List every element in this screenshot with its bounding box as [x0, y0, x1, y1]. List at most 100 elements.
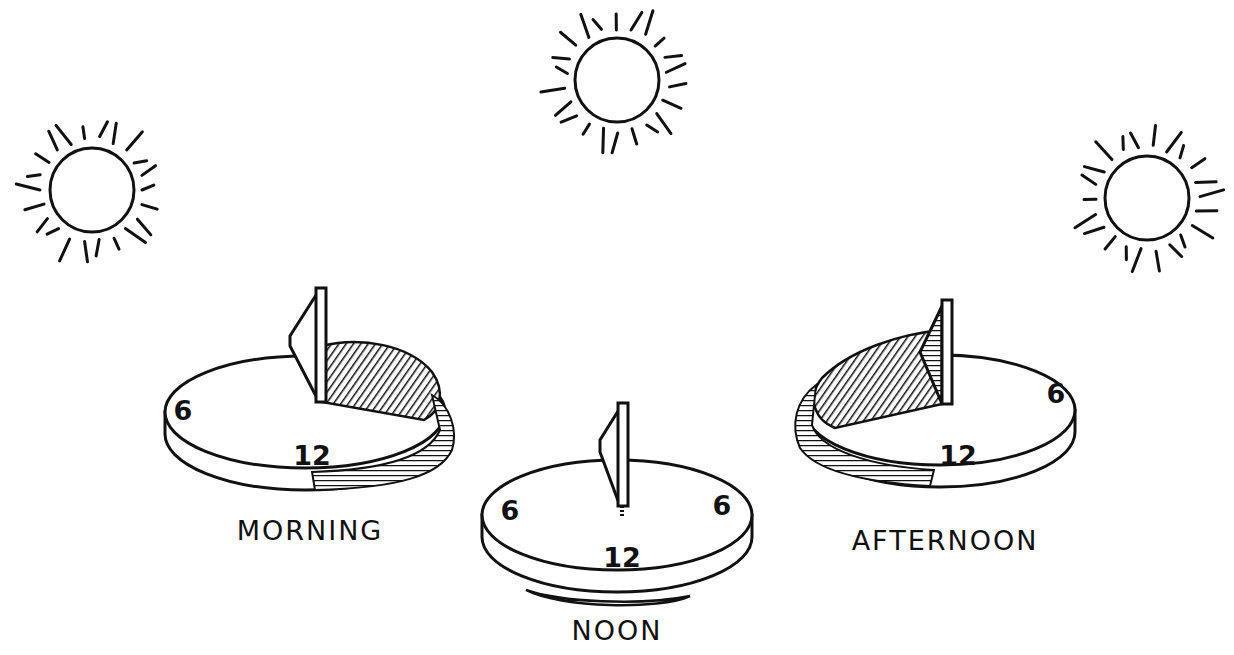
gnomon-plate	[316, 288, 326, 402]
sun-ray	[646, 11, 653, 34]
sun-ray	[36, 154, 49, 163]
sun-ray	[1084, 227, 1104, 233]
sun-ray	[1075, 215, 1096, 228]
sun-ray	[1181, 235, 1185, 247]
sun-ray	[655, 38, 664, 46]
sun-ray	[1082, 175, 1096, 184]
sun-ray	[1192, 159, 1205, 168]
gnomon-shadow	[322, 342, 440, 420]
sun-ray	[1131, 133, 1139, 148]
hour-mark: 12	[293, 442, 331, 469]
sun-ray	[1180, 145, 1184, 157]
sun-ray	[134, 161, 147, 163]
sun-ray	[142, 185, 154, 190]
sun-ray	[1167, 132, 1182, 152]
sun-ray	[583, 124, 589, 134]
sun-ray	[581, 14, 589, 37]
sun-ray	[561, 116, 577, 122]
sun-ray	[663, 100, 681, 108]
sun-ray	[83, 127, 85, 139]
sun-ray	[56, 125, 71, 144]
sundial-dial: 612MORNING	[165, 356, 445, 490]
hour-mark: 6	[1047, 380, 1066, 407]
time-caption: MORNING	[237, 517, 384, 544]
dial-outline	[165, 356, 445, 490]
sun-ray	[96, 239, 99, 255]
sun-disc	[1105, 156, 1189, 240]
time-caption: NOON	[572, 617, 663, 644]
sundial-dial: 6612NOON	[482, 460, 752, 592]
sun-ray	[631, 12, 642, 29]
sun-ray	[113, 123, 116, 143]
gnomon-plate	[618, 403, 628, 506]
sun-ray	[1196, 180, 1217, 184]
sun-ray	[142, 205, 157, 210]
sun-ray	[615, 14, 618, 30]
sun-ray	[670, 83, 686, 86]
gnomon-fin	[290, 292, 318, 400]
sun-ray	[37, 219, 47, 232]
sun-ray	[1156, 251, 1159, 271]
shadow-spill	[795, 385, 934, 486]
sun-ray	[1192, 226, 1213, 238]
sun-ray	[1084, 198, 1096, 201]
shadow-spill	[526, 590, 690, 605]
sun-ray	[1132, 249, 1141, 272]
gnomon-fin	[600, 408, 620, 506]
sun-group	[16, 11, 1223, 272]
sun-ray	[647, 125, 658, 132]
sun-ray	[137, 219, 150, 235]
sun-ray	[27, 175, 40, 177]
gnomon-fin	[920, 306, 942, 404]
hour-mark: 12	[603, 544, 641, 571]
sun-ray	[16, 184, 40, 190]
sun-ray	[555, 102, 570, 116]
sun-ray	[60, 239, 70, 261]
sun-disc	[50, 148, 134, 232]
sun-ray	[114, 238, 119, 249]
dial-face	[482, 460, 752, 570]
noon-shadow	[620, 506, 624, 518]
sundial-dial: 612AFTERNOON	[805, 355, 1075, 487]
shadow-spill	[312, 395, 454, 490]
sun-ray	[593, 20, 601, 30]
dial-outline	[482, 460, 752, 592]
sun-disc	[575, 38, 659, 122]
sun-ray	[601, 128, 605, 152]
sun-ray	[657, 114, 671, 134]
sun-ray	[49, 131, 58, 150]
hour-mark: 6	[713, 492, 732, 519]
sun-ray	[556, 67, 567, 73]
sun-ray	[1200, 190, 1224, 197]
sun-ray	[560, 32, 575, 45]
sun-ray	[612, 133, 618, 153]
sun-ray	[1125, 247, 1128, 260]
gnomon-plate	[942, 300, 952, 404]
sun-ray	[1170, 245, 1182, 257]
sun-ray	[1153, 126, 1155, 146]
hour-mark: 6	[501, 497, 520, 524]
sun-ray	[1096, 142, 1112, 160]
sun-ray	[127, 132, 143, 150]
sun-ray	[1105, 237, 1115, 249]
gnomon-shadow	[814, 330, 942, 428]
hour-mark: 6	[174, 397, 193, 424]
time-caption: AFTERNOON	[852, 527, 1039, 554]
sun-ray	[85, 241, 88, 261]
sun-ray	[666, 64, 685, 73]
sun-ray	[1196, 209, 1217, 212]
sun-ray	[25, 204, 44, 210]
hour-mark: 12	[939, 442, 977, 469]
sun-ray	[47, 229, 59, 235]
sun-ray	[1121, 137, 1124, 150]
sun-ray	[1084, 167, 1104, 172]
sun-ray	[632, 129, 637, 144]
sun-ray	[125, 229, 145, 243]
sun-ray	[541, 88, 565, 92]
sun-ray	[665, 56, 682, 58]
sun-ray	[142, 166, 156, 176]
sun-ray	[100, 122, 108, 137]
sun-ray	[553, 58, 570, 59]
